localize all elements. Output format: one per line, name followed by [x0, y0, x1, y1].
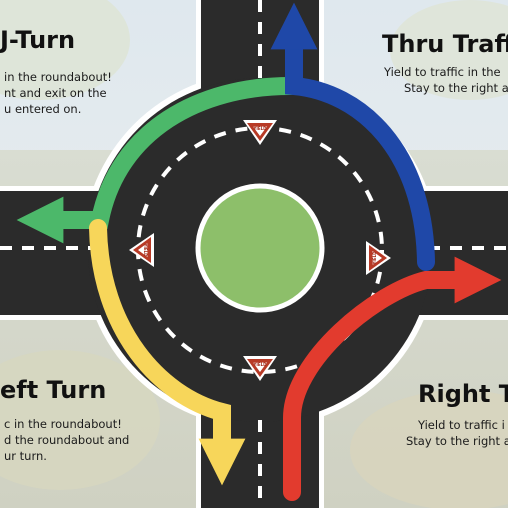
u-turn-line-2: nt and exit on the: [4, 86, 107, 100]
yield-sign-top: YIELD: [243, 120, 277, 145]
thru-line-1: Yield to traffic in the: [384, 65, 501, 79]
left-turn-line-2: d the roundabout and: [4, 433, 130, 447]
right-turn-title: Right T: [418, 380, 508, 408]
thru-title: Thru Traff: [382, 30, 508, 58]
yield-sign-bottom: YIELD: [243, 356, 277, 381]
yield-sign-bottom-label: YIELD: [253, 362, 268, 367]
right-turn-line-2: Stay to the right a: [406, 434, 508, 448]
left-turn-path: [89, 219, 246, 486]
yield-sign-left: YIELD: [129, 233, 154, 267]
yield-sign-left-label: YIELD: [143, 243, 148, 258]
u-turn-title: J-Turn: [0, 26, 76, 54]
u-turn-line-1: in the roundabout!: [4, 70, 112, 84]
right-turn-line-1: Yield to traffic i: [418, 418, 505, 432]
left-turn-title: eft Turn: [0, 376, 107, 404]
left-turn-line-1: c in the roundabout!: [4, 417, 122, 431]
thru-line-2: Stay to the right a: [404, 81, 508, 95]
central-island: [195, 183, 325, 313]
thru-path: [270, 2, 435, 271]
left-turn-line-3: ur turn.: [4, 449, 47, 463]
yield-sign-right: YIELD: [366, 241, 391, 275]
right-turn-path: [283, 256, 502, 501]
u-turn-path: [16, 77, 299, 244]
u-turn-line-3: u entered on.: [4, 102, 82, 116]
yield-sign-right-label: YIELD: [372, 251, 377, 266]
yield-sign-top-label: YIELD: [253, 126, 268, 131]
